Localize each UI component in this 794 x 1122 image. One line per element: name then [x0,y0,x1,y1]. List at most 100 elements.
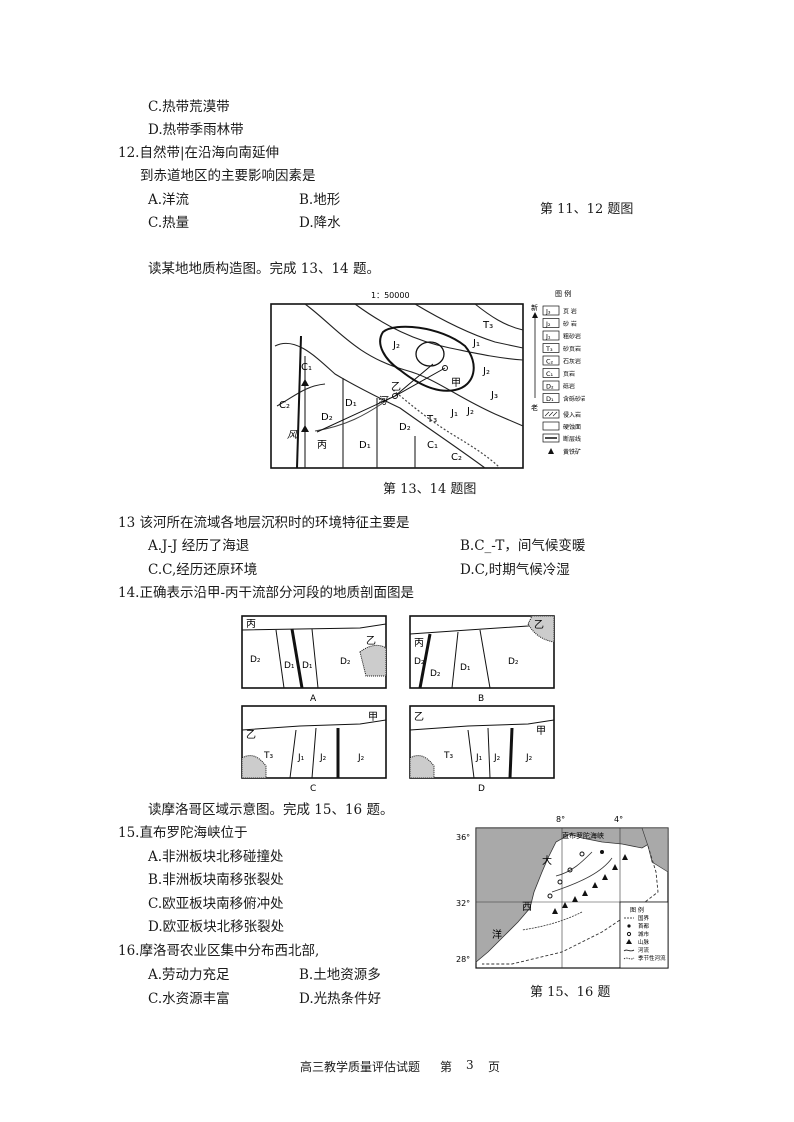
legend-name: 含砾砂岩 [563,395,585,403]
intro-15-16: 读摩洛哥区域示意图。完成 15、16 题。 [148,802,394,818]
legend-old-label: 老 [531,403,538,412]
svg-text:J₁: J₁ [297,753,305,763]
legend-code: J₃ [545,308,551,316]
legend-name: 页岩 [563,370,575,378]
q12-option-c: C.热量 [148,215,190,231]
map-label-j1-lower: J₁ [450,408,458,419]
legend-swatch [542,368,560,378]
map-label-j3: J₃ [490,390,498,401]
figure-15-16-caption: 第 15、16 题 [530,985,611,1000]
map-label-c2-left: C₂ [279,400,290,411]
map-label-d1-lower: D₁ [359,440,371,451]
legend-name: 石灰岩 [563,358,581,366]
section-d: 乙 甲 T₃ J₁ J₂ J₂ D [409,705,555,794]
legend-name: 粗砂岩 [563,333,581,341]
capital-marker-icon [600,850,604,854]
q13-option-b: B.C_-T，间气候变暖 [460,538,586,554]
svg-text:城市: 城市 [638,930,650,938]
map-label-river: 河 [377,395,389,407]
map-label-d2-left: D₂ [321,412,333,423]
map-label-t3: T₃ [482,320,493,331]
figure-13-14-caption: 第 13、14 题图 [383,482,477,497]
legend-new-label: 新 [531,303,538,312]
q12-option-b: B.地形 [299,192,341,208]
section-c-letter: C [310,784,316,794]
section-d-right: 甲 [536,726,546,737]
map-label-ocean-3: 洋 [492,928,502,941]
legend-swatch [542,318,560,328]
q13-option-d: D.C,时期气候冷湿 [460,562,570,578]
map-label-j2-right: J₂ [482,366,490,377]
svg-text:J₂: J₂ [319,753,327,763]
legend-code: D₂ [546,383,554,391]
q16-stem: 16.摩洛哥农业区集中分布西北部, [118,943,320,959]
svg-text:J₂: J₂ [493,753,501,763]
svg-text:D₂: D₂ [340,657,351,667]
map-label-j2-top: J₂ [392,340,400,351]
q14-stem: 14.正确表示沿甲-丙干流部分河段的地质剖面图是 [118,585,415,601]
morocco-legend-title: 图 例 [630,906,644,914]
legend-code: J₂ [545,320,551,328]
pyrite-legend-icon [548,448,554,454]
map-label-c1-left: C₁ [301,362,312,373]
legend-swatch [542,393,560,403]
footer-title: 高三教学质量评估试题 [300,1060,421,1074]
section-d-left: 乙 [414,711,424,723]
river-legend-icon [623,949,635,952]
q15-option-c: C.欧亚板块南移俯冲处 [148,896,284,912]
section-c: 乙 甲 T₃ J₁ J₂ J₂ C [241,705,387,794]
map-lon-8: 8° [556,815,565,824]
q16-option-c: C.水资源丰富 [148,991,230,1007]
svg-text:D₁: D₁ [460,663,471,673]
legend-name: 页 岩 [563,308,577,316]
legend-code: J₁ [545,333,551,341]
q16-option-d: D.光热条件好 [299,991,382,1007]
morocco-region-map: 8° 4° 36° 32° 28° 直布罗陀海峡 大 西 洋 图 例 国界 首都… [456,815,669,969]
svg-text:D₂: D₂ [508,657,519,667]
map-label-d1-upper: D₁ [345,398,357,409]
map-label-ocean-2: 西 [522,902,532,913]
section-c-left: 乙 [246,729,256,741]
legend-symbol-pyrite: 黄铁矿 [563,448,581,456]
map-lat-28: 28° [456,955,470,964]
q13-stem: 13 该河所在流域各地层沉积时的环境特征主要是 [118,515,410,531]
footer-page-label: 第 [440,1060,453,1074]
q12-stem-line1: 12.自然带|在沿海向南延伸 [118,145,280,161]
mountain-legend-icon [626,939,632,944]
svg-text:国界: 国界 [638,915,650,922]
map-label-strait: 直布罗陀海峡 [562,831,604,840]
legend-swatch [542,380,560,391]
pyrite-marker-icon [301,425,309,432]
q13-option-c: C.C,经历还原环境 [148,562,258,578]
legend-code: D₁ [546,395,554,403]
atlas-mountains [552,854,628,914]
map-scale: 1：50000 [371,291,410,300]
city-legend-icon [626,931,632,937]
legend-name: 砂页岩 [563,345,581,353]
section-a-right: 乙 [366,635,376,647]
map-label-t3-lower: T₃ [426,414,437,425]
geological-structure-map: 1：50000 T₃ J₁ J₂ J₂ J₃ J₂ J₁ T₃ 甲 乙 丙 河 … [270,289,585,469]
map-frame [270,303,524,469]
svg-text:D₂: D₂ [250,655,261,665]
q13-option-a: A.J-J 经历了海退 [148,538,250,554]
svg-text:D₂: D₂ [430,669,441,679]
q16-option-b: B.土地资源多 [299,967,381,983]
svg-text:D₁: D₁ [302,661,313,671]
map-label-yi: 乙 [391,381,401,393]
map-label-c2-right: C₂ [451,452,462,463]
map-label-j2-lower: J₂ [466,406,474,417]
legend-symbol-unconformity: 硬蚀面 [563,423,581,431]
pyrite-marker-icon [301,379,309,386]
map-label-c1-right: C₁ [427,440,438,451]
footer-page-unit: 页 [488,1060,501,1074]
legend-title: 图 例 [555,289,571,298]
svg-text:T₃: T₃ [443,751,453,761]
q12-option-d: D.降水 [299,215,341,231]
section-b: 丙 乙 D₂ D₂ D₁ D₂ B [409,615,555,704]
legend-symbol-fault: 断层线 [563,435,581,443]
national-border [482,845,659,965]
q15-option-b: B.非洲板块南移张裂处 [148,872,284,888]
legend-symbol-intrusion: 侵入岩 [563,411,581,419]
